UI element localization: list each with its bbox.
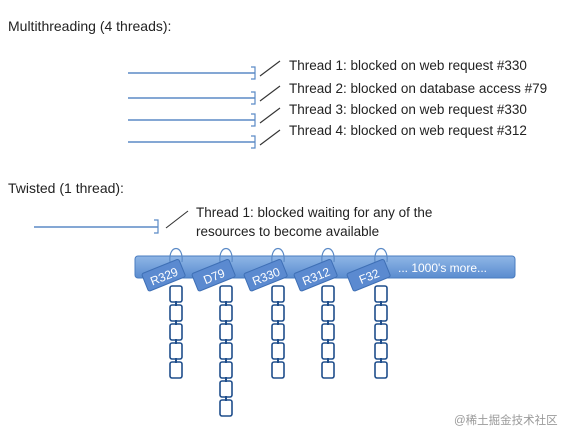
chain-link xyxy=(169,361,183,379)
chain-link xyxy=(169,304,183,322)
chain-link xyxy=(321,361,335,379)
resource-tag-body xyxy=(346,258,391,292)
chain-hook xyxy=(271,247,285,263)
resource-chains xyxy=(169,285,388,417)
multithread-rows: Thread 1: blocked on web request #330 Th… xyxy=(128,58,547,149)
chain-link xyxy=(219,323,233,341)
chain-link xyxy=(169,285,183,303)
thread-label: Thread 2: blocked on database access #79 xyxy=(289,81,547,96)
chain-hook xyxy=(374,247,388,263)
twisted-thread: Thread 1: blocked waiting for any of the… xyxy=(34,205,432,239)
chain-link xyxy=(321,323,335,341)
resource-bar-label: ... 1000's more... xyxy=(398,261,487,275)
chain-link xyxy=(321,304,335,322)
twisted-heading: Twisted (1 thread): xyxy=(8,180,124,196)
resource-tag-body xyxy=(191,258,236,292)
chain-link xyxy=(271,342,285,360)
chain-link xyxy=(271,361,285,379)
chain-link xyxy=(219,342,233,360)
chain-link xyxy=(374,323,388,341)
chain-link xyxy=(219,361,233,379)
chain-link xyxy=(219,380,233,398)
multithreading-heading: Multithreading (4 threads): xyxy=(8,18,171,34)
chain-link xyxy=(321,342,335,360)
chain-link xyxy=(219,304,233,322)
chain-link xyxy=(321,285,335,303)
thread-row: Thread 2: blocked on database access #79 xyxy=(128,81,547,105)
thread-row: Thread 4: blocked on web request #312 xyxy=(128,123,527,149)
twisted-thread-label-line2: resources to become available xyxy=(196,224,379,239)
resource-tag-body xyxy=(141,258,186,292)
chain-link xyxy=(374,361,388,379)
chain-link xyxy=(219,285,233,303)
chain-link xyxy=(219,399,233,417)
resource-tag: F32 xyxy=(346,258,391,292)
chain-link xyxy=(271,323,285,341)
resource-tag-body xyxy=(243,258,288,292)
thread-label: Thread 4: blocked on web request #312 xyxy=(289,123,527,138)
chain-link xyxy=(374,342,388,360)
chain-link xyxy=(169,323,183,341)
chain-link xyxy=(271,304,285,322)
chain-hook xyxy=(321,247,335,263)
watermark: @稀土掘金技术社区 xyxy=(454,413,558,427)
chain-link xyxy=(169,342,183,360)
chain-link xyxy=(374,285,388,303)
thread-row: Thread 3: blocked on web request #330 xyxy=(128,102,527,127)
thread-row: Thread 1: blocked on web request #330 xyxy=(128,58,527,80)
resource-tag: D79 xyxy=(191,258,236,292)
resource-hooks xyxy=(169,247,388,263)
thread-label: Thread 1: blocked on web request #330 xyxy=(289,58,527,73)
chain-link xyxy=(374,304,388,322)
chain-hook xyxy=(169,247,183,263)
chain-hook xyxy=(219,247,233,263)
resource-tag-body xyxy=(293,258,338,292)
thread-label: Thread 3: blocked on web request #330 xyxy=(289,102,527,117)
chain-link xyxy=(271,285,285,303)
twisted-thread-label-line1: Thread 1: blocked waiting for any of the xyxy=(196,205,432,220)
